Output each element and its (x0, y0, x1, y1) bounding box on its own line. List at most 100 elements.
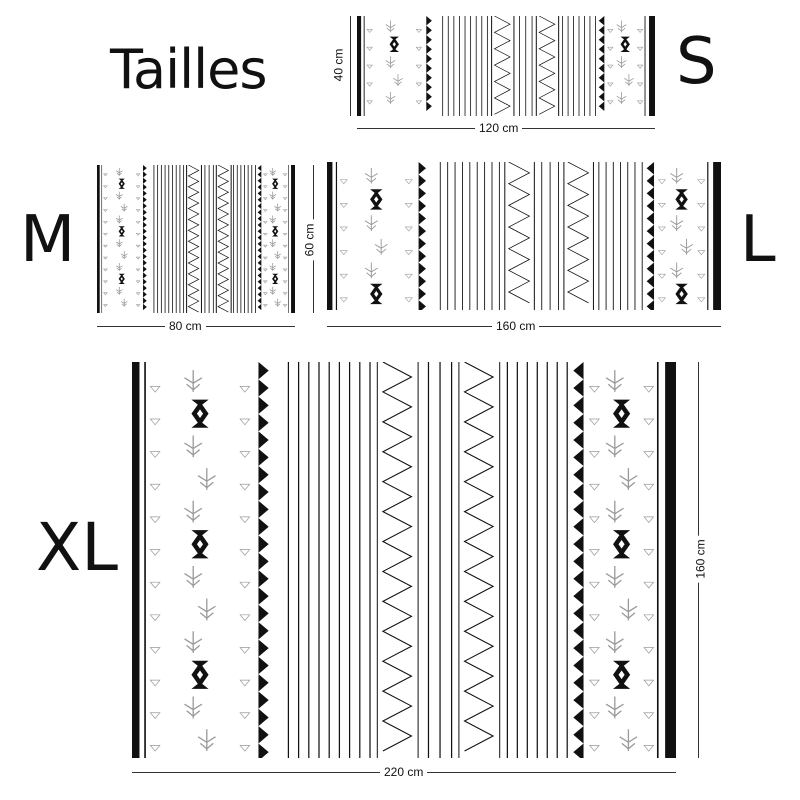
border-triangle (573, 552, 584, 571)
vertical-stripe (244, 165, 245, 313)
triangle-motif (135, 173, 141, 177)
tree-motif (619, 598, 638, 621)
dimension-label-m-width: 80 cm (165, 319, 206, 333)
border-triangle (573, 466, 584, 484)
border-triangle (257, 253, 262, 260)
vertical-stripe (484, 162, 486, 310)
border-triangle (573, 396, 584, 415)
diamond-motif (191, 660, 209, 689)
diamond-motif (389, 36, 399, 53)
triangle-motif (103, 292, 108, 296)
tree-motif (120, 251, 128, 260)
triangle-motif (262, 173, 268, 177)
triangle-motif (636, 82, 644, 87)
tree-motif (120, 298, 128, 307)
triangle-motif (262, 244, 268, 248)
vertical-stripe (549, 162, 551, 310)
triangle-motif (339, 250, 348, 256)
vertical-stripe (447, 162, 449, 310)
tree-motif (184, 370, 203, 392)
diamond-motif (613, 399, 631, 428)
triangle-motif (588, 451, 600, 458)
border-triangle (257, 228, 262, 235)
border-triangle (646, 262, 655, 276)
triangle-motif (415, 29, 423, 33)
triangle-motif (657, 273, 666, 279)
vertical-stripe (476, 162, 478, 310)
triangle-motif (282, 292, 288, 296)
border-triangle (143, 272, 147, 279)
triangle-motif (239, 647, 251, 654)
vertical-stripe (160, 165, 162, 313)
dimension-label-xl-height: 160 cm (693, 535, 708, 583)
border-triangle (418, 199, 426, 213)
border-triangle (426, 101, 432, 111)
tree-motif (623, 74, 634, 87)
triangle-motif (262, 209, 268, 213)
tree-motif (392, 74, 403, 87)
triangle-motif (636, 46, 644, 51)
tree-motif (385, 91, 396, 104)
border-triangle (257, 165, 262, 172)
triangle-motif (103, 209, 108, 213)
border-triangle (573, 518, 584, 536)
tree-motif (605, 435, 624, 458)
zigzag-line (187, 165, 200, 313)
border-triangle (143, 228, 147, 235)
border-triangle (257, 240, 262, 248)
border-triangle (426, 34, 432, 45)
triangle-motif (366, 64, 373, 69)
diamond-motif (191, 530, 209, 559)
border-triangle (257, 171, 262, 178)
vertical-stripe (233, 165, 235, 313)
tree-motif (269, 215, 277, 224)
border-triangle (143, 196, 147, 203)
border-triangle (257, 303, 262, 311)
rug-border-right (291, 165, 295, 313)
triangle-motif (366, 82, 373, 87)
border-triangle (573, 674, 584, 692)
vertical-stripe (369, 362, 371, 758)
triangle-motif (404, 297, 413, 303)
triangle-motif (607, 29, 614, 33)
border-triangle (258, 691, 269, 709)
vertical-stripe (598, 162, 600, 310)
triangle-motif (636, 100, 644, 105)
triangle-motif (415, 82, 423, 87)
tree-motif (385, 20, 396, 33)
triangle-motif (636, 64, 644, 69)
triangle-motif (135, 280, 141, 284)
diamond-motif (370, 283, 383, 305)
border-triangle (143, 171, 147, 178)
tree-motif (616, 91, 627, 104)
triangle-motif (239, 516, 251, 524)
vertical-stripe (172, 165, 173, 313)
vertical-stripe (175, 165, 177, 313)
border-triangle (426, 72, 432, 83)
vertical-stripe (506, 362, 508, 758)
tree-motif (364, 262, 378, 279)
triangle-motif (607, 100, 614, 105)
vertical-stripe (318, 362, 320, 758)
border-triangle (573, 639, 584, 657)
dimension-label-s-width: 120 cm (475, 121, 523, 135)
vertical-stripe (168, 165, 170, 313)
border-triangle (426, 25, 432, 35)
triangle-motif (697, 250, 706, 256)
vertical-stripe (519, 16, 520, 116)
tree-motif (184, 696, 203, 719)
border-triangle (258, 552, 269, 571)
border-triangle (143, 234, 147, 241)
border-triangle (258, 587, 269, 605)
rug-illustration-s (357, 16, 655, 116)
triangle-motif (657, 226, 666, 232)
tree-motif (670, 167, 684, 184)
triangle-motif (149, 712, 161, 720)
vertical-stripe (247, 165, 249, 313)
triangle-motif (262, 268, 268, 272)
triangle-motif (135, 244, 141, 248)
vertical-stripe (556, 362, 558, 758)
border-triangle (258, 656, 269, 675)
diamond-motif (191, 399, 209, 428)
tree-motif (269, 239, 277, 248)
